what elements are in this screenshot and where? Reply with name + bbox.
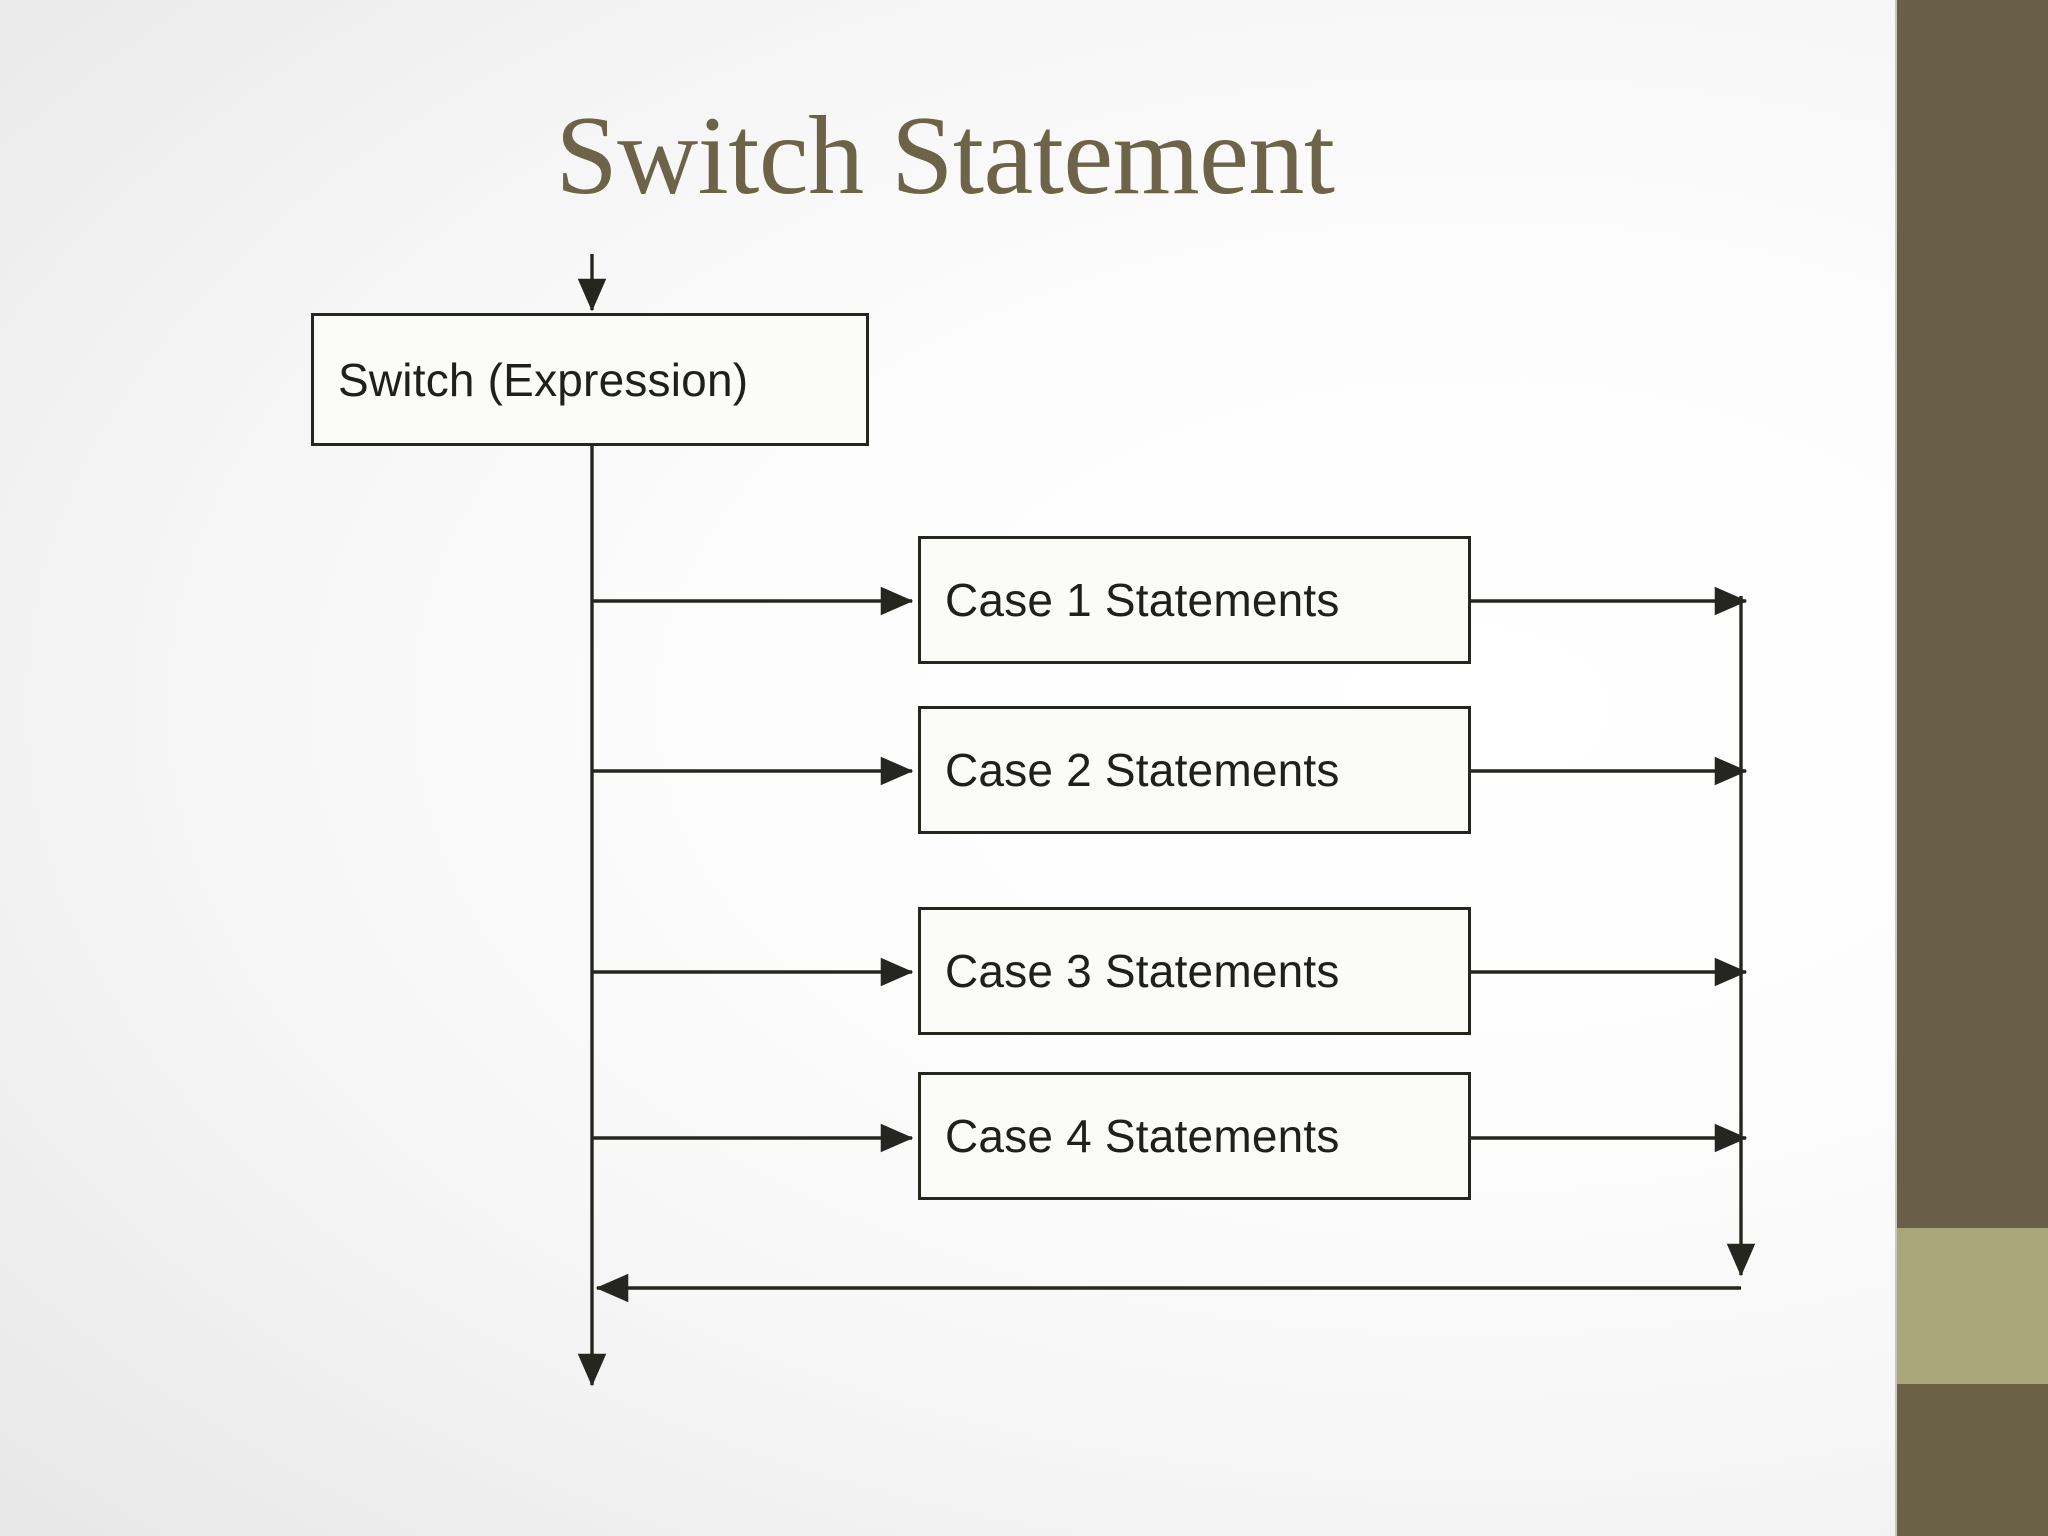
node-case-1: Case 1 Statements	[918, 536, 1471, 664]
side-decoration-edge	[1895, 0, 1897, 1536]
slide-side-decoration	[1895, 0, 2048, 1536]
side-band-light	[1897, 1228, 2048, 1384]
node-case-3: Case 3 Statements	[918, 907, 1471, 1035]
node-case-2: Case 2 Statements	[918, 706, 1471, 834]
side-band-dark-bottom	[1897, 1384, 2048, 1536]
node-switch-expression: Switch (Expression)	[311, 313, 869, 446]
node-case-4: Case 4 Statements	[918, 1072, 1471, 1200]
side-band-dark-top	[1897, 0, 2048, 1228]
page-title: Switch Statement	[555, 94, 1335, 218]
